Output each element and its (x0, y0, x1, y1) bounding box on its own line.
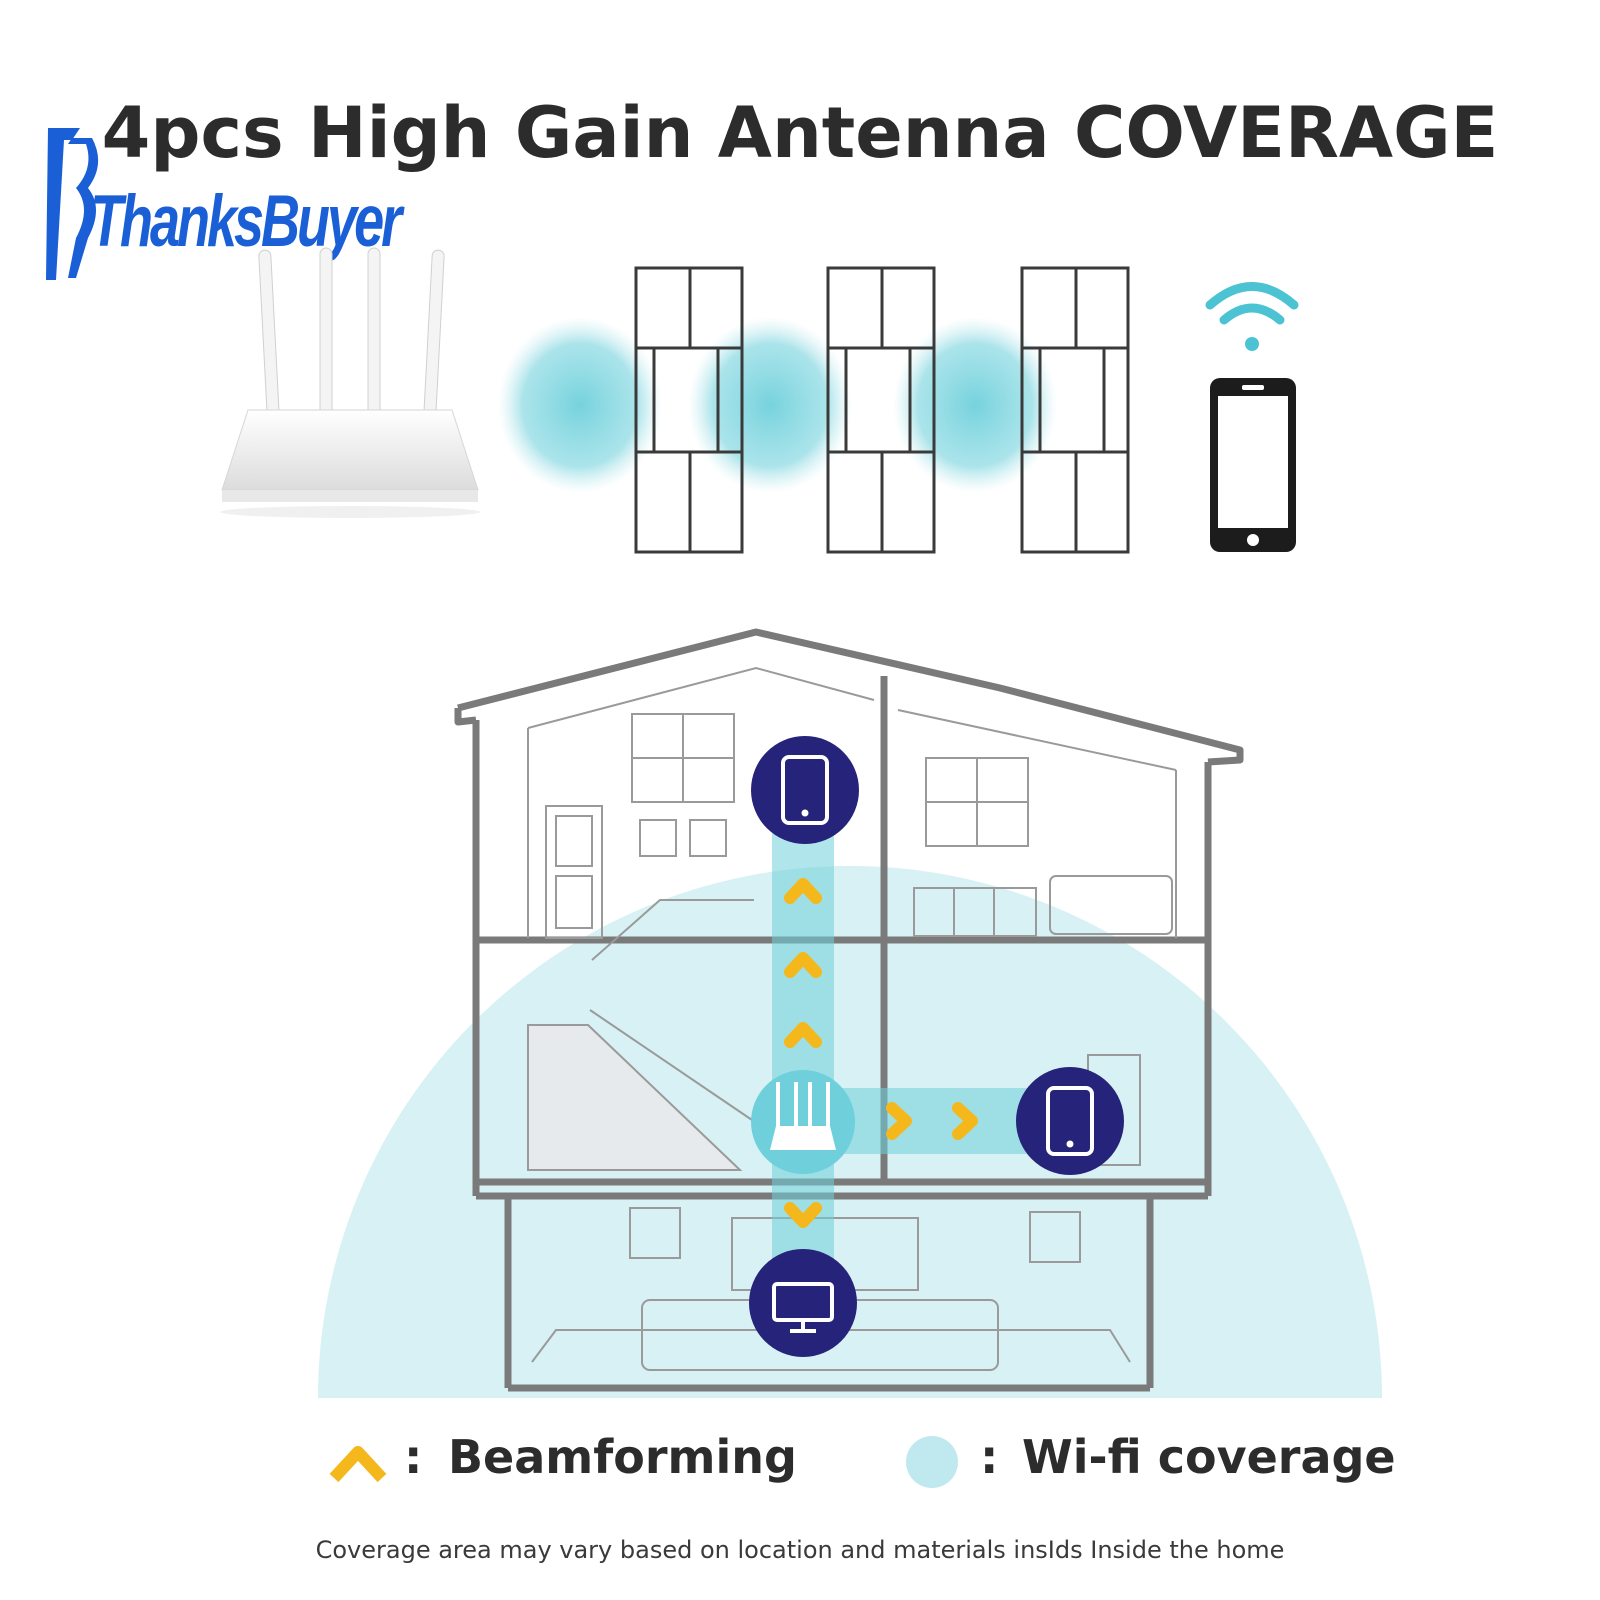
wall-signal-1 (498, 317, 1057, 493)
brick-wall-2 (826, 266, 936, 554)
phone-icon (1210, 378, 1296, 552)
wifi-icon (1205, 282, 1299, 351)
beam-arrows (784, 878, 978, 1228)
legend-coverage-sep: : (980, 1430, 999, 1484)
tablet-badge-right (1016, 1067, 1124, 1175)
legend-beamforming-label: Beamforming (448, 1430, 797, 1484)
router-icon (220, 247, 480, 518)
coverage-circle-icon (906, 1436, 958, 1488)
brand-logo (46, 128, 99, 280)
chevron-up-icon (329, 1446, 387, 1483)
brick-wall-1 (634, 266, 744, 554)
tablet-badge-top (751, 736, 859, 844)
coverage-note: Coverage area may vary based on location… (315, 1536, 1285, 1564)
beam-channels (772, 820, 1050, 1270)
router-in-house-icon (751, 1070, 855, 1174)
brand-logo-text: ThanksBuyer (90, 181, 402, 263)
brick-wall-3 (1020, 266, 1130, 554)
legend-coverage-label: Wi-fi coverage (1022, 1430, 1396, 1484)
monitor-badge-bottom (749, 1249, 857, 1357)
page-title: 4pcs High Gain Antenna COVERAGE (101, 92, 1499, 174)
legend-beamforming-sep: : (404, 1430, 423, 1484)
